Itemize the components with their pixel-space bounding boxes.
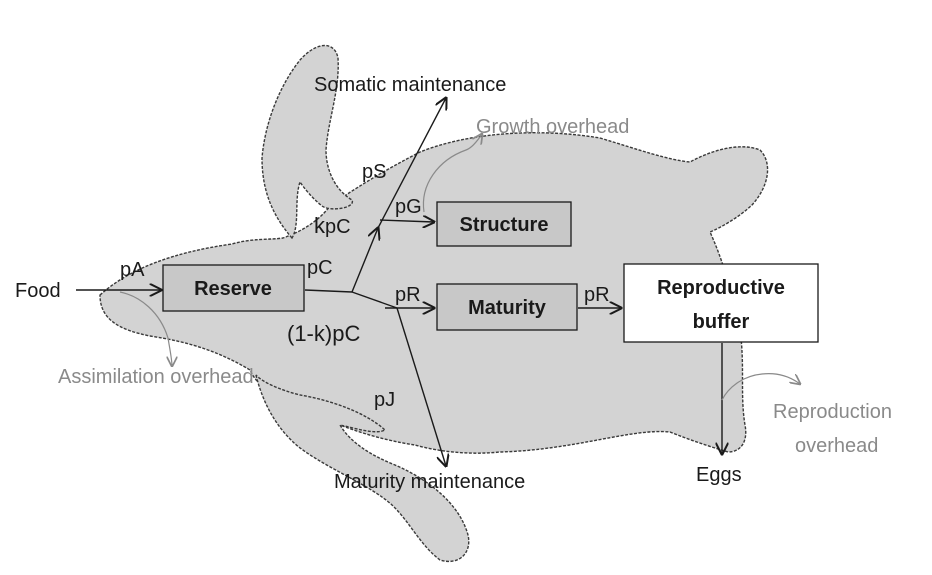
maturity-box bbox=[436, 283, 578, 331]
flux-kpc-rest: pC bbox=[325, 216, 351, 238]
assimilation-overhead-curve bbox=[119, 291, 172, 366]
maturity-label: Maturity bbox=[468, 297, 547, 319]
arrow-somatic-maintenance bbox=[377, 98, 446, 229]
flux-pa-label: pA bbox=[120, 259, 145, 281]
reproductive-buffer-label-line2: buffer bbox=[693, 311, 750, 333]
growth-overhead-curve bbox=[422, 134, 482, 213]
structure-box bbox=[436, 201, 572, 247]
reproduction-overhead-curve bbox=[721, 373, 800, 401]
flux-pc-label: pC bbox=[307, 257, 333, 279]
arrow-reserve-to-branch bbox=[304, 289, 353, 293]
turtle-front-flipper bbox=[261, 44, 353, 240]
arrow-pc-to-maturity-branch bbox=[351, 291, 398, 309]
arrow-pc-to-somatic bbox=[351, 228, 378, 293]
assimilation-overhead-label: Assimilation overhead bbox=[58, 366, 254, 388]
reproductive-buffer-box bbox=[623, 263, 819, 343]
flux-pr-to-buffer-label: pR bbox=[584, 284, 610, 306]
arrow-maturity-maintenance bbox=[396, 307, 446, 466]
turtle-rear-flipper bbox=[255, 374, 470, 563]
flux-kpc-label: kpC bbox=[314, 213, 351, 238]
flux-one-minus-k-pc-label: (1-k)pC bbox=[287, 321, 360, 346]
structure-label: Structure bbox=[460, 214, 549, 236]
eggs-label: Eggs bbox=[696, 464, 742, 486]
growth-overhead-label: Growth overhead bbox=[476, 116, 629, 138]
reproduction-overhead-label-line1: Reproduction bbox=[773, 401, 892, 423]
somatic-maintenance-label: Somatic maintenance bbox=[314, 74, 506, 96]
maturity-maintenance-label: Maturity maintenance bbox=[334, 471, 525, 493]
reproductive-buffer-label-line1: Reproductive bbox=[657, 277, 785, 299]
turtle-silhouette bbox=[99, 44, 769, 563]
reserve-label: Reserve bbox=[194, 278, 272, 300]
flux-ps-label: pS bbox=[362, 161, 386, 183]
food-label: Food bbox=[15, 280, 61, 302]
reproduction-overhead-label-line2: overhead bbox=[795, 435, 878, 457]
flux-kpc-k: k bbox=[314, 213, 326, 238]
flux-pj-label: pJ bbox=[374, 389, 395, 411]
reserve-box bbox=[162, 264, 305, 312]
flux-pg-label: pG bbox=[395, 196, 422, 218]
arrow-to-structure bbox=[379, 220, 434, 222]
flux-pr-to-maturity-label: pR bbox=[395, 284, 421, 306]
